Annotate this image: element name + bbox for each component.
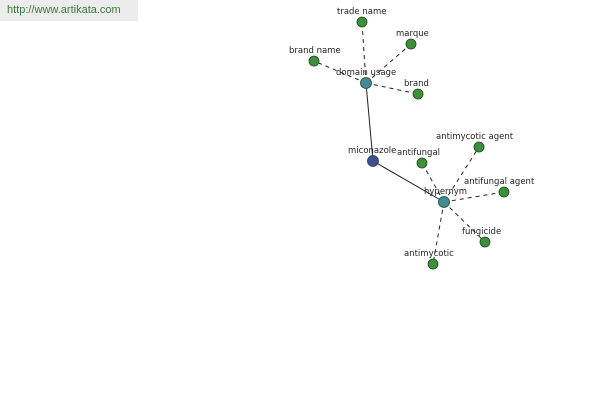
node-label-trade-name[interactable]: trade name — [337, 7, 386, 17]
node-label-hypernym[interactable]: hypernym — [424, 187, 467, 197]
node-hypernym[interactable] — [438, 196, 450, 208]
node-antimycotic-agent[interactable] — [473, 141, 485, 153]
edge-hypernym-to-fungicide — [443, 201, 486, 243]
node-brand[interactable] — [412, 88, 424, 100]
node-miconazole[interactable] — [367, 155, 379, 167]
node-label-fungicide[interactable]: fungicide — [462, 227, 501, 237]
labels-layer: miconazole domain usage hypernym trade name… — [289, 7, 535, 259]
node-domain-usage[interactable] — [360, 77, 372, 89]
node-label-antimycotic[interactable]: antimycotic — [404, 249, 454, 259]
node-antimycotic[interactable] — [427, 258, 439, 270]
edge-hypernym-to-antimycotic_agent — [443, 146, 480, 203]
edges-layer — [313, 21, 505, 265]
node-label-antifungal[interactable]: antifungal — [397, 148, 440, 158]
edge-domain_usage-to-trade_name — [361, 21, 367, 84]
edge-miconazole-to-hypernym — [372, 160, 445, 203]
node-label-miconazole[interactable]: miconazole — [348, 146, 396, 156]
nodes-layer — [308, 16, 510, 270]
edge-miconazole-to-domain_usage — [365, 82, 374, 162]
edge-domain_usage-to-marque — [365, 43, 412, 84]
node-label-antimycotic-agent[interactable]: antimycotic agent — [436, 132, 514, 142]
node-antifungal-agent[interactable] — [498, 186, 510, 198]
node-antifungal[interactable] — [416, 157, 428, 169]
node-label-antifungal-agent[interactable]: antifungal agent — [464, 177, 535, 187]
node-label-brand[interactable]: brand — [404, 79, 429, 89]
source-url-banner[interactable]: http://www.artikata.com — [0, 0, 138, 21]
node-trade-name[interactable] — [356, 16, 368, 28]
node-fungicide[interactable] — [479, 236, 491, 248]
edge-hypernym-to-antimycotic — [432, 201, 445, 265]
node-label-brand-name[interactable]: brand name — [289, 46, 341, 56]
node-label-marque[interactable]: marque — [396, 29, 429, 39]
node-marque[interactable] — [405, 38, 417, 50]
node-label-domain-usage[interactable]: domain usage — [336, 68, 396, 78]
node-brand-name[interactable] — [308, 55, 320, 67]
edge-domain_usage-to-brand — [365, 82, 419, 95]
edge-domain_usage-to-brand_name — [313, 60, 367, 84]
edge-hypernym-to-antifungal_agent — [443, 191, 505, 203]
